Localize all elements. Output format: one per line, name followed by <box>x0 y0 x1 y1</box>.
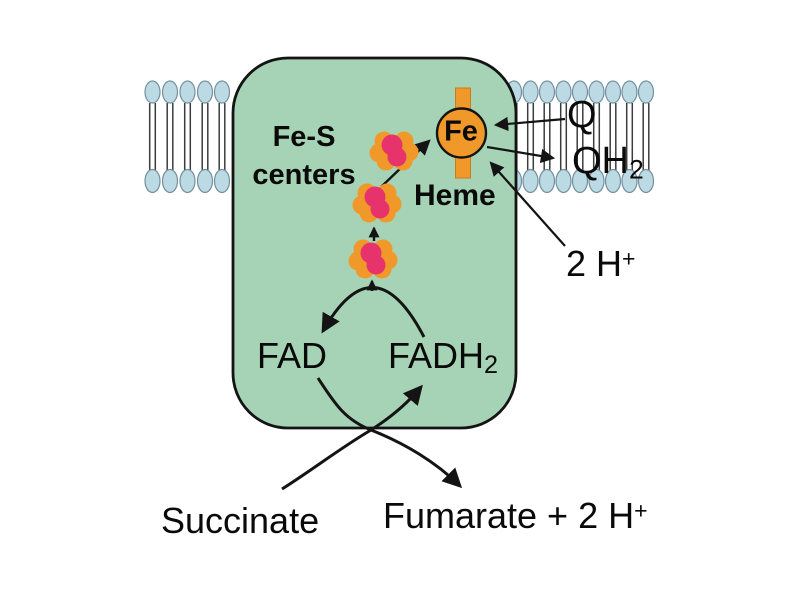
qh2-subscript: 2 <box>629 154 644 185</box>
lipid-head <box>588 168 605 194</box>
cluster-pink-dot <box>370 199 390 219</box>
heme-iron-circle <box>435 107 488 159</box>
lipid-head <box>161 168 179 194</box>
succinate-label: Succinate <box>161 500 320 541</box>
fumarate-superscript: + <box>634 497 648 524</box>
lipid-head <box>144 80 161 104</box>
fe-s-cluster-bottom <box>348 239 398 279</box>
lipid-head <box>196 80 214 104</box>
fe-s-cluster-middle <box>352 183 402 223</box>
protons-label: 2 H+ <box>566 246 635 282</box>
heme-label: Heme <box>414 179 496 212</box>
lipid-head <box>144 168 161 194</box>
lipid-head <box>571 80 589 104</box>
lipid-head <box>555 80 572 104</box>
fadh2-subscript: 2 <box>484 351 499 380</box>
fe-s-clusters <box>348 131 419 279</box>
lipid-head <box>604 80 622 104</box>
lipid-head <box>621 80 638 104</box>
lipid-head <box>538 80 556 104</box>
qh2-label: QH2 <box>572 142 644 183</box>
fadh2-base: FADH <box>388 335 485 376</box>
lipid-head <box>604 168 622 194</box>
lipid-head <box>571 168 589 194</box>
arrow-protons-to-heme <box>489 161 566 247</box>
fe-label: Fe <box>444 115 478 148</box>
lipid-head <box>196 168 214 194</box>
fad-label: FAD <box>257 335 328 376</box>
arrow-succinate-to-fadh2 <box>281 384 423 491</box>
lipid-head <box>522 80 539 104</box>
lipid-head <box>522 168 539 194</box>
cluster-pink-dot <box>366 255 386 275</box>
fes-centers-line1: Fe-S <box>272 121 336 153</box>
lipid-head <box>588 80 605 104</box>
lipid-bilayer-left-icon <box>144 80 231 194</box>
lipid-head <box>161 80 179 104</box>
protons-superscript: + <box>622 245 636 272</box>
lipid-head <box>621 168 638 194</box>
fumarate-label: Fumarate + 2 H+ <box>383 498 648 534</box>
cluster-pink-dot <box>387 147 407 167</box>
qh2-base: QH <box>572 140 629 182</box>
lipid-head <box>179 80 196 104</box>
arrow-q-to-heme <box>493 116 566 132</box>
lipid-head <box>637 80 655 104</box>
lipid-head <box>555 168 572 194</box>
arrow-heme-to-qh2 <box>486 145 556 164</box>
protons-base: 2 H <box>566 243 623 284</box>
lipid-head <box>213 168 231 194</box>
lipid-head <box>538 168 556 194</box>
arrow-fadh2-to-fad <box>321 286 426 338</box>
lipid-head <box>213 80 231 104</box>
fes-centers-line2: centers <box>252 159 356 191</box>
lipid-head <box>179 168 196 194</box>
q-label: Q <box>567 94 597 136</box>
fadh2-label: FADH2 <box>388 338 498 378</box>
fumarate-base: Fumarate + 2 H <box>383 495 635 536</box>
lipid-head <box>637 168 655 194</box>
fes-centers-label: Fe-S centers <box>222 118 386 194</box>
fe-s-cluster-top <box>369 131 419 171</box>
